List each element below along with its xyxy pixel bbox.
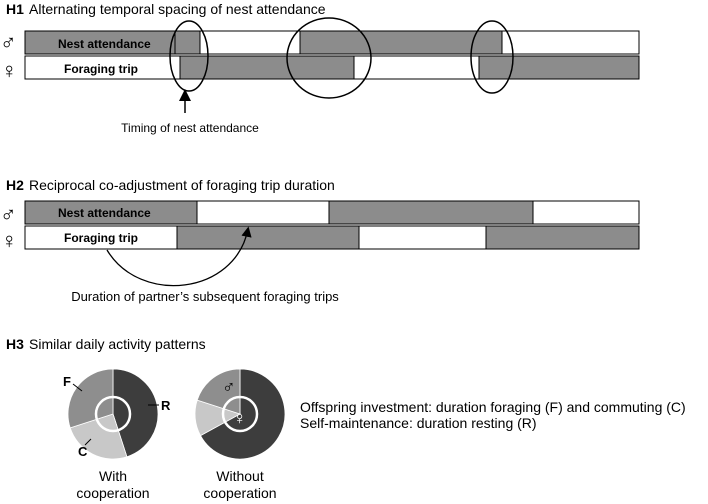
h2-female-segment [485, 225, 640, 250]
h1-female-timeline [24, 55, 640, 80]
pie2-caption-line1: Without [216, 468, 264, 484]
pie-with-cooperation [67, 368, 159, 460]
h1-tag: H1 [6, 1, 24, 17]
pie2-male-symbol: ♂ [222, 377, 236, 397]
h2-title: Reciprocal co-adjustment of foraging tri… [29, 177, 335, 193]
h2-male-segment [196, 200, 330, 225]
h2-female-symbol: ♀ [1, 228, 18, 253]
pie1-leader-c [84, 438, 92, 446]
h1-female-segment [179, 55, 355, 80]
pie1-caption-line1: With [99, 468, 127, 484]
h1-female-segment [353, 55, 480, 80]
pie2-caption-line2: cooperation [203, 485, 276, 501]
h2-bar-label-male: Nest attendance [58, 206, 151, 220]
pie-slice-foraging [67, 368, 114, 429]
h2-bar-label-female: Foraging trip [64, 231, 138, 245]
pie1-leader-f [72, 383, 83, 392]
h1-bar-label-female: Foraging trip [64, 62, 138, 76]
pie1-caption-line2: cooperation [76, 485, 149, 501]
h1-female-segment [478, 55, 640, 80]
pie-inner-ring [221, 395, 259, 433]
pie1-label-c: C [78, 444, 88, 459]
h1-male-segment [199, 30, 301, 55]
pie1-label-r: R [161, 398, 171, 413]
pie-without-cooperation [194, 368, 286, 460]
h1-bar-label-male: Nest attendance [58, 37, 151, 51]
h2-female-segment [176, 225, 360, 250]
h1-title: Alternating temporal spacing of nest att… [29, 1, 326, 17]
pie2-female-symbol: ♀ [233, 408, 247, 428]
h3-tag: H3 [6, 336, 24, 352]
h2-male-segment [532, 200, 640, 225]
h2-annotation: Duration of partner’s subsequent foragin… [71, 289, 339, 304]
pie-slice-resting [199, 368, 286, 460]
h1-female-symbol: ♀ [1, 58, 18, 83]
h3-legend-line2: Self-maintenance: duration resting (R) [300, 415, 537, 431]
h2-female-timeline [24, 225, 640, 250]
h1-male-segment [501, 30, 640, 55]
pie-inner-ring [94, 395, 132, 433]
h1-annotation: Timing of nest attendance [121, 121, 259, 135]
h2-tag: H2 [6, 177, 24, 193]
h1-highlight-ellipse [286, 17, 372, 99]
h2-male-symbol: ♂ [0, 202, 17, 227]
pie1-label-f: F [63, 374, 71, 389]
h1-highlight-ellipse [470, 20, 514, 94]
pie-slice-foraging [196, 368, 241, 415]
h1-male-timeline [24, 30, 640, 55]
h2-male-timeline [24, 200, 640, 225]
h2-male-segment [328, 200, 534, 225]
h1-male-segment [174, 30, 201, 55]
pie-slice-resting [112, 368, 159, 458]
h1-male-symbol: ♂ [0, 30, 17, 55]
h3-legend-line1: Offspring investment: duration foraging … [300, 399, 686, 415]
h2-female-segment [358, 225, 487, 250]
h2-curved-arrow [106, 226, 252, 287]
h3-title: Similar daily activity patterns [29, 336, 206, 352]
